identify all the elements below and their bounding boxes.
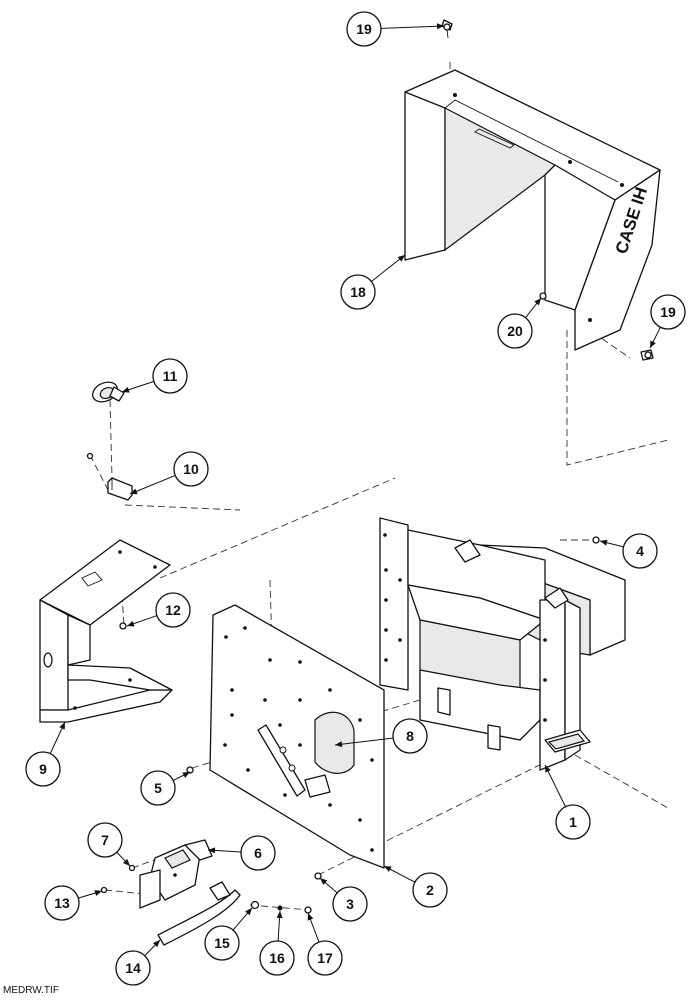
nut-12 <box>119 622 127 630</box>
callout-leader <box>544 764 566 807</box>
callout-arrow <box>182 772 190 778</box>
callout-15: 15 <box>214 935 230 951</box>
callout-arrow <box>276 911 283 919</box>
callout-11: 11 <box>163 368 178 384</box>
callout-arrow <box>545 765 551 773</box>
plate-holes <box>223 626 374 852</box>
callout-4: 4 <box>636 543 644 559</box>
mounting-plate-2 <box>209 604 385 869</box>
callout-2: 2 <box>426 882 434 898</box>
callout-circle <box>115 950 151 986</box>
callout-circle <box>392 718 428 754</box>
callout-circle <box>140 770 176 806</box>
wing-screw-top <box>441 19 453 39</box>
callout-arrow <box>534 298 541 306</box>
screw-4 <box>592 536 600 544</box>
callout-19-right: 19 <box>660 304 676 320</box>
callout-circle <box>44 885 80 921</box>
callout-circle <box>555 804 591 840</box>
callout-arrow <box>122 386 130 393</box>
nut-17 <box>304 906 312 914</box>
callout-arrow <box>307 913 314 921</box>
callout-arrow <box>436 23 444 30</box>
callout-circle <box>173 451 209 487</box>
callout-circle <box>650 294 686 330</box>
main-frame-1 <box>379 517 626 771</box>
lever-assembly-6 <box>139 839 213 909</box>
callout-arrow <box>208 847 216 854</box>
callout-5: 5 <box>154 780 162 796</box>
callout-circle <box>152 358 188 394</box>
callout-12: 12 <box>165 602 181 618</box>
callout-circle <box>240 835 276 871</box>
nut-5 <box>186 766 194 774</box>
callout-19-top: 19 <box>356 21 372 37</box>
callout-leader <box>380 25 445 29</box>
callout-arrow <box>650 340 656 348</box>
hood-shroud: CASE IH <box>404 69 661 351</box>
callout-arrow <box>245 908 252 916</box>
callout-circle <box>307 940 343 976</box>
callout-3: 3 <box>346 896 354 912</box>
callout-circle <box>204 925 240 961</box>
callout-leader <box>371 254 406 282</box>
callout-arrow <box>384 866 392 872</box>
callout-17: 17 <box>317 950 333 966</box>
callout-6: 6 <box>254 845 262 861</box>
callout-20: 20 <box>507 323 523 339</box>
callout-circle <box>340 274 376 310</box>
small-screw <box>86 452 94 460</box>
callout-arrow <box>127 620 135 627</box>
callout-arrow <box>320 878 328 885</box>
screw-7 <box>128 864 136 872</box>
callout-circle <box>25 751 61 787</box>
callout-18: 18 <box>350 284 366 300</box>
callout-arrow <box>397 255 405 262</box>
nut-20 <box>539 292 547 300</box>
left-housing-9 <box>39 539 173 723</box>
callout-arrow <box>122 858 130 866</box>
callout-circle <box>332 886 368 922</box>
callout-arrow <box>94 890 102 896</box>
callout-circle <box>87 822 123 858</box>
callout-8: 8 <box>406 728 414 744</box>
callout-arrow <box>600 539 608 546</box>
callout-7: 7 <box>101 832 109 848</box>
nut-3 <box>314 872 322 880</box>
callout-labels: 1 2 3 4 5 6 7 8 9 10 11 12 13 14 15 16 1… <box>39 21 676 976</box>
file-label: MEDRW.TIF <box>3 985 59 996</box>
callout-9: 9 <box>39 761 47 777</box>
callout-leader <box>334 737 394 746</box>
callout-arrow <box>130 488 138 495</box>
callout-arrow <box>335 741 343 748</box>
callout-arrow <box>59 722 65 730</box>
callouts <box>25 11 686 986</box>
handle-14 <box>157 881 241 946</box>
callout-circle <box>412 872 448 908</box>
callout-16: 16 <box>269 950 285 966</box>
callout-arrow <box>152 940 160 948</box>
callout-circle <box>346 11 382 47</box>
callout-13: 13 <box>54 895 70 911</box>
callout-1: 1 <box>569 814 577 830</box>
callout-10: 10 <box>183 461 199 477</box>
callout-circle <box>497 313 533 349</box>
bracket-10 <box>107 477 133 501</box>
callout-circle <box>155 592 191 628</box>
callout-leader <box>129 474 176 495</box>
nut-16 <box>277 905 283 911</box>
callout-circle <box>259 940 295 976</box>
knob-11 <box>91 381 125 403</box>
screw-13 <box>100 886 108 894</box>
callout-circle <box>622 533 658 569</box>
wing-screw-right <box>640 349 654 361</box>
washer-15 <box>250 900 260 910</box>
callout-14: 14 <box>125 960 141 976</box>
